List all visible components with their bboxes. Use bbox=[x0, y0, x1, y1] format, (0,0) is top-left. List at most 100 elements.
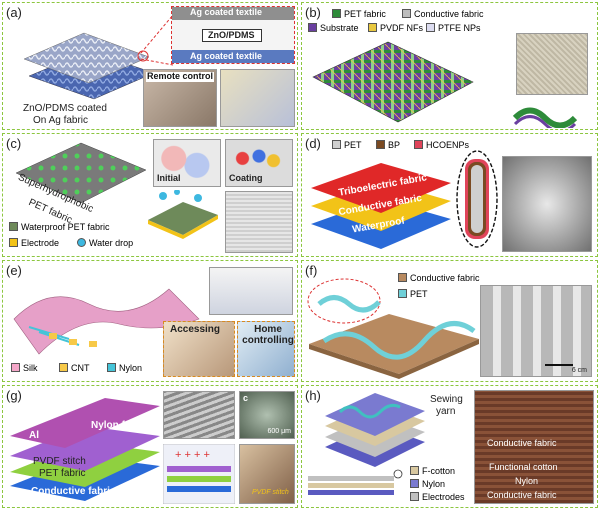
photo-layer-3: Nylon bbox=[515, 476, 539, 486]
panel-h-label: (h) bbox=[305, 388, 321, 403]
superhydrophobic-fabric-illustration bbox=[15, 142, 147, 204]
legend-hcoenps-text: HCOENPs bbox=[426, 140, 470, 150]
inset-top-band bbox=[172, 7, 294, 20]
home-controlling-photo: Home controlling bbox=[237, 321, 295, 377]
cross-section-inset: Ag coated textile ZnO/PDMS Ag coated tex… bbox=[171, 6, 295, 64]
silk-cnt-fabric bbox=[13, 288, 200, 355]
initial-photo: Initial bbox=[153, 139, 221, 187]
home-controlling-label: Home controlling bbox=[242, 324, 294, 346]
panel-e-label: (e) bbox=[6, 263, 22, 278]
panel-e: (e) Accessing Home controlling Silk CNT … bbox=[2, 260, 298, 382]
legend-waterproof-pet-text: Waterproof PET fabric bbox=[21, 222, 110, 232]
legend-water-drop: Water drop bbox=[77, 238, 133, 248]
legend-silk: Silk bbox=[11, 363, 38, 373]
panel-f: (f) Conductive fabric PET 6 cm bbox=[301, 260, 598, 382]
waterproof-pet-swatch bbox=[9, 222, 18, 231]
legend-pet-f-text: PET bbox=[410, 289, 428, 299]
three-layer-fabric bbox=[311, 163, 451, 249]
cnt-swatch bbox=[59, 363, 68, 372]
panel-d: (d) PET BP HCOENPs Triboelectric fabric … bbox=[301, 133, 598, 257]
nylon-fabric-label: Nylon fabric bbox=[91, 420, 149, 431]
panel-b-label: (b) bbox=[305, 5, 321, 20]
ptfe-swatch bbox=[426, 23, 435, 32]
panel-a-label: (a) bbox=[6, 5, 22, 20]
bp-swatch bbox=[376, 140, 385, 149]
striped-fabric-photo: 6 cm bbox=[480, 285, 592, 377]
fabric-layers-photo: Conductive fabric Functional cotton Nylo… bbox=[474, 390, 594, 504]
inset-mid-label: ZnO/PDMS bbox=[208, 30, 255, 40]
micro-scale-label: 600 μm bbox=[267, 428, 292, 436]
legend-nylon-h-text: Nylon bbox=[422, 479, 446, 489]
panel-b: (b) PET fabric Conductive fabric Substra… bbox=[301, 2, 598, 130]
sewn-fabric-stack bbox=[325, 393, 425, 467]
pet-swatch-f bbox=[398, 289, 407, 298]
legend-ptfe: PTFE NPs bbox=[426, 23, 481, 33]
micro-label: c bbox=[243, 393, 249, 403]
legend-pet-fabric-text: PET fabric bbox=[344, 9, 386, 19]
legend-nylon-h: Nylon bbox=[410, 479, 445, 489]
legend-bp: BP bbox=[376, 140, 400, 150]
nylon-swatch-h bbox=[410, 479, 419, 488]
pvdf-swatch bbox=[368, 23, 377, 32]
panel-d-label: (d) bbox=[305, 136, 321, 151]
inset-bottom-band bbox=[172, 50, 294, 63]
panel-h: (h) Sewing yarn F-cotton Nylon Electrode… bbox=[301, 385, 598, 508]
coating-label: Coating bbox=[229, 173, 263, 184]
ag-fabric-illustration bbox=[23, 32, 155, 100]
stitch-micrograph bbox=[163, 391, 235, 439]
remote-control-label: Remote control bbox=[146, 71, 215, 82]
accessing-photo: Accessing bbox=[163, 321, 235, 377]
flex-fabric-photo bbox=[220, 69, 295, 127]
substrate-swatch bbox=[308, 23, 317, 32]
inset-top-label: Ag coated textile bbox=[190, 7, 263, 17]
legend-pet-f: PET bbox=[398, 289, 428, 299]
legend-nylon-e-text: Nylon bbox=[119, 363, 143, 373]
circuit-schematic bbox=[308, 469, 403, 495]
pet-fabric-g-label: PET fabric bbox=[39, 468, 86, 479]
panel-a: (a) ZnO/PDMS coated On Ag fabric Ag coat… bbox=[2, 2, 298, 130]
pet-weave-illustration bbox=[312, 41, 474, 123]
legend-silk-text: Silk bbox=[23, 363, 38, 373]
initial-label: Initial bbox=[157, 173, 181, 184]
panel-f-label: (f) bbox=[305, 263, 318, 278]
inset-mid-box bbox=[202, 29, 262, 42]
fabric-sample-photo-e bbox=[209, 267, 293, 315]
legend-electrodes: Electrodes bbox=[410, 492, 465, 502]
panel-c: (c) Superhydrophobic PET fabric Initial … bbox=[2, 133, 298, 257]
legend-conductive-fabric-f-text: Conductive fabric bbox=[410, 273, 480, 283]
folded-fabric-illustration bbox=[512, 107, 578, 128]
crumpled-fabric-photo bbox=[502, 156, 592, 252]
photo-layer-2: Functional cotton bbox=[489, 462, 558, 472]
panel-c-label: (c) bbox=[6, 136, 22, 151]
remote-control-photo: Remote control bbox=[143, 69, 217, 127]
legend-pet-text: PET bbox=[344, 140, 362, 150]
fiber-cross-section bbox=[456, 150, 498, 248]
electrode-swatch bbox=[9, 238, 18, 247]
electrode-schematic bbox=[148, 190, 218, 239]
legend-substrate: Substrate bbox=[308, 23, 359, 33]
legend-water-drop-text: Water drop bbox=[89, 238, 134, 248]
pet-swatch bbox=[332, 140, 341, 149]
inset-bottom-label: Ag coated textile bbox=[190, 51, 263, 62]
legend-ptfe-text: PTFE NPs bbox=[438, 23, 481, 33]
pvdf-stitch-photo: PVDF stitch bbox=[239, 444, 295, 504]
fabric-sample-photo bbox=[516, 33, 588, 95]
panel-g-label: (g) bbox=[6, 388, 22, 403]
legend-nylon-e: Nylon bbox=[107, 363, 142, 373]
silk-swatch bbox=[11, 363, 20, 372]
nylon-swatch-e bbox=[107, 363, 116, 372]
legend-electrodes-text: Electrodes bbox=[422, 492, 465, 502]
water-drop-swatch bbox=[77, 238, 86, 247]
legend-waterproof-pet: Waterproof PET fabric bbox=[9, 222, 110, 232]
legend-electrode: Electrode bbox=[9, 238, 59, 248]
scale-label: 6 cm bbox=[571, 367, 587, 375]
wave-fabric-illustration bbox=[307, 278, 479, 379]
conductive-fabric-swatch bbox=[402, 9, 411, 18]
fabric-caption-line2: On Ag fabric bbox=[33, 115, 89, 126]
pet-fabric-swatch bbox=[332, 9, 341, 18]
charge-schematic: + + + + bbox=[163, 444, 235, 504]
yarn-label: yarn bbox=[436, 406, 456, 417]
inset-connector bbox=[137, 14, 174, 66]
legend-conductive-fabric-text: Conductive fabric bbox=[414, 9, 484, 19]
photo-layer-4: Conductive fabric bbox=[487, 490, 557, 500]
